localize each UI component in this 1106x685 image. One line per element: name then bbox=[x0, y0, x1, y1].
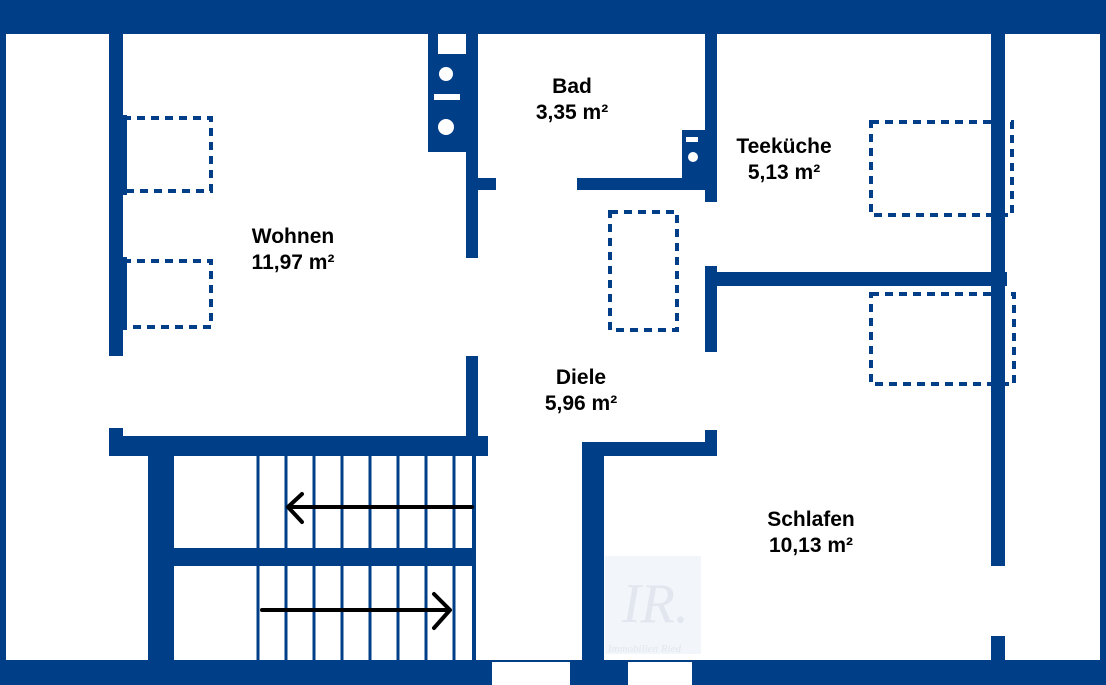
room-area: 5,13 m² bbox=[747, 161, 821, 185]
stair-arrow-right bbox=[260, 592, 452, 630]
stair-arrow-up-left bbox=[286, 492, 474, 524]
bad-fixtures bbox=[428, 54, 705, 190]
wall-teekueche-schlafen bbox=[717, 272, 1007, 286]
outer-wall-right bbox=[1100, 0, 1106, 685]
wall-bad-right-stub bbox=[577, 178, 687, 190]
room-label-bad: Bad 3,35 m² bbox=[528, 74, 616, 127]
fixture-circle-bottom bbox=[438, 119, 454, 135]
outer-wall-left bbox=[0, 0, 6, 685]
skylight-diele bbox=[608, 210, 679, 332]
outer-wall-top bbox=[0, 0, 1106, 34]
door-gap-1 bbox=[492, 662, 570, 685]
watermark-monogram: IR. bbox=[621, 573, 689, 635]
wall-stairs-top bbox=[109, 436, 488, 456]
room-label-wohnen: Wohnen 11,97 m² bbox=[238, 224, 348, 277]
sink-bar bbox=[686, 137, 698, 142]
wall-right-inner bbox=[991, 34, 1005, 566]
room-name: Schlafen bbox=[767, 508, 855, 531]
stair-arrows bbox=[260, 492, 474, 630]
door-gap-2 bbox=[628, 662, 692, 685]
wall-bad-stub-top bbox=[428, 34, 438, 54]
skylight-wohnen-1 bbox=[121, 116, 213, 193]
sink-circle bbox=[688, 152, 698, 162]
wall-schlafen-top bbox=[582, 442, 716, 456]
watermark-company: Immobilien Ried bbox=[607, 643, 682, 655]
wall-teekueche-left-top bbox=[705, 34, 717, 202]
skylight-schlafen bbox=[869, 292, 1016, 386]
wall-diele-left-mid bbox=[466, 356, 478, 436]
skylight-wohnen-2 bbox=[121, 259, 213, 329]
wall-schlafen-left bbox=[582, 442, 604, 660]
room-area: 5,96 m² bbox=[544, 392, 618, 416]
wall-teekueche-left-bottom bbox=[705, 266, 717, 352]
room-name: Diele bbox=[555, 366, 607, 389]
room-area: 10,13 m² bbox=[768, 534, 854, 558]
wall-bad-left bbox=[466, 34, 478, 258]
wall-stairs-left bbox=[148, 456, 174, 660]
room-label-teekueche: Teeküche 5,13 m² bbox=[724, 134, 844, 187]
room-name: Bad bbox=[552, 75, 592, 98]
room-label-schlafen: Schlafen 10,13 m² bbox=[752, 507, 870, 560]
watermark-logo: IR. Immobilien Ried bbox=[605, 556, 701, 655]
fixture-circle-top bbox=[439, 67, 453, 81]
room-name: Wohnen bbox=[251, 225, 335, 248]
room-name: Teeküche bbox=[736, 135, 832, 158]
wall-right-inner-bottom bbox=[991, 636, 1005, 660]
fixture-bar bbox=[434, 94, 460, 100]
room-area: 11,97 m² bbox=[251, 251, 335, 275]
wall-schlafen-top-stub bbox=[705, 430, 717, 456]
wall-stairs-mid bbox=[174, 548, 474, 566]
room-area: 3,35 m² bbox=[535, 101, 609, 125]
wall-bad-left-stub bbox=[478, 178, 496, 190]
stairs bbox=[256, 456, 476, 660]
skylight-teekueche bbox=[869, 120, 1014, 217]
skylight-edges bbox=[119, 115, 127, 330]
room-label-diele: Diele 5,96 m² bbox=[528, 365, 634, 418]
